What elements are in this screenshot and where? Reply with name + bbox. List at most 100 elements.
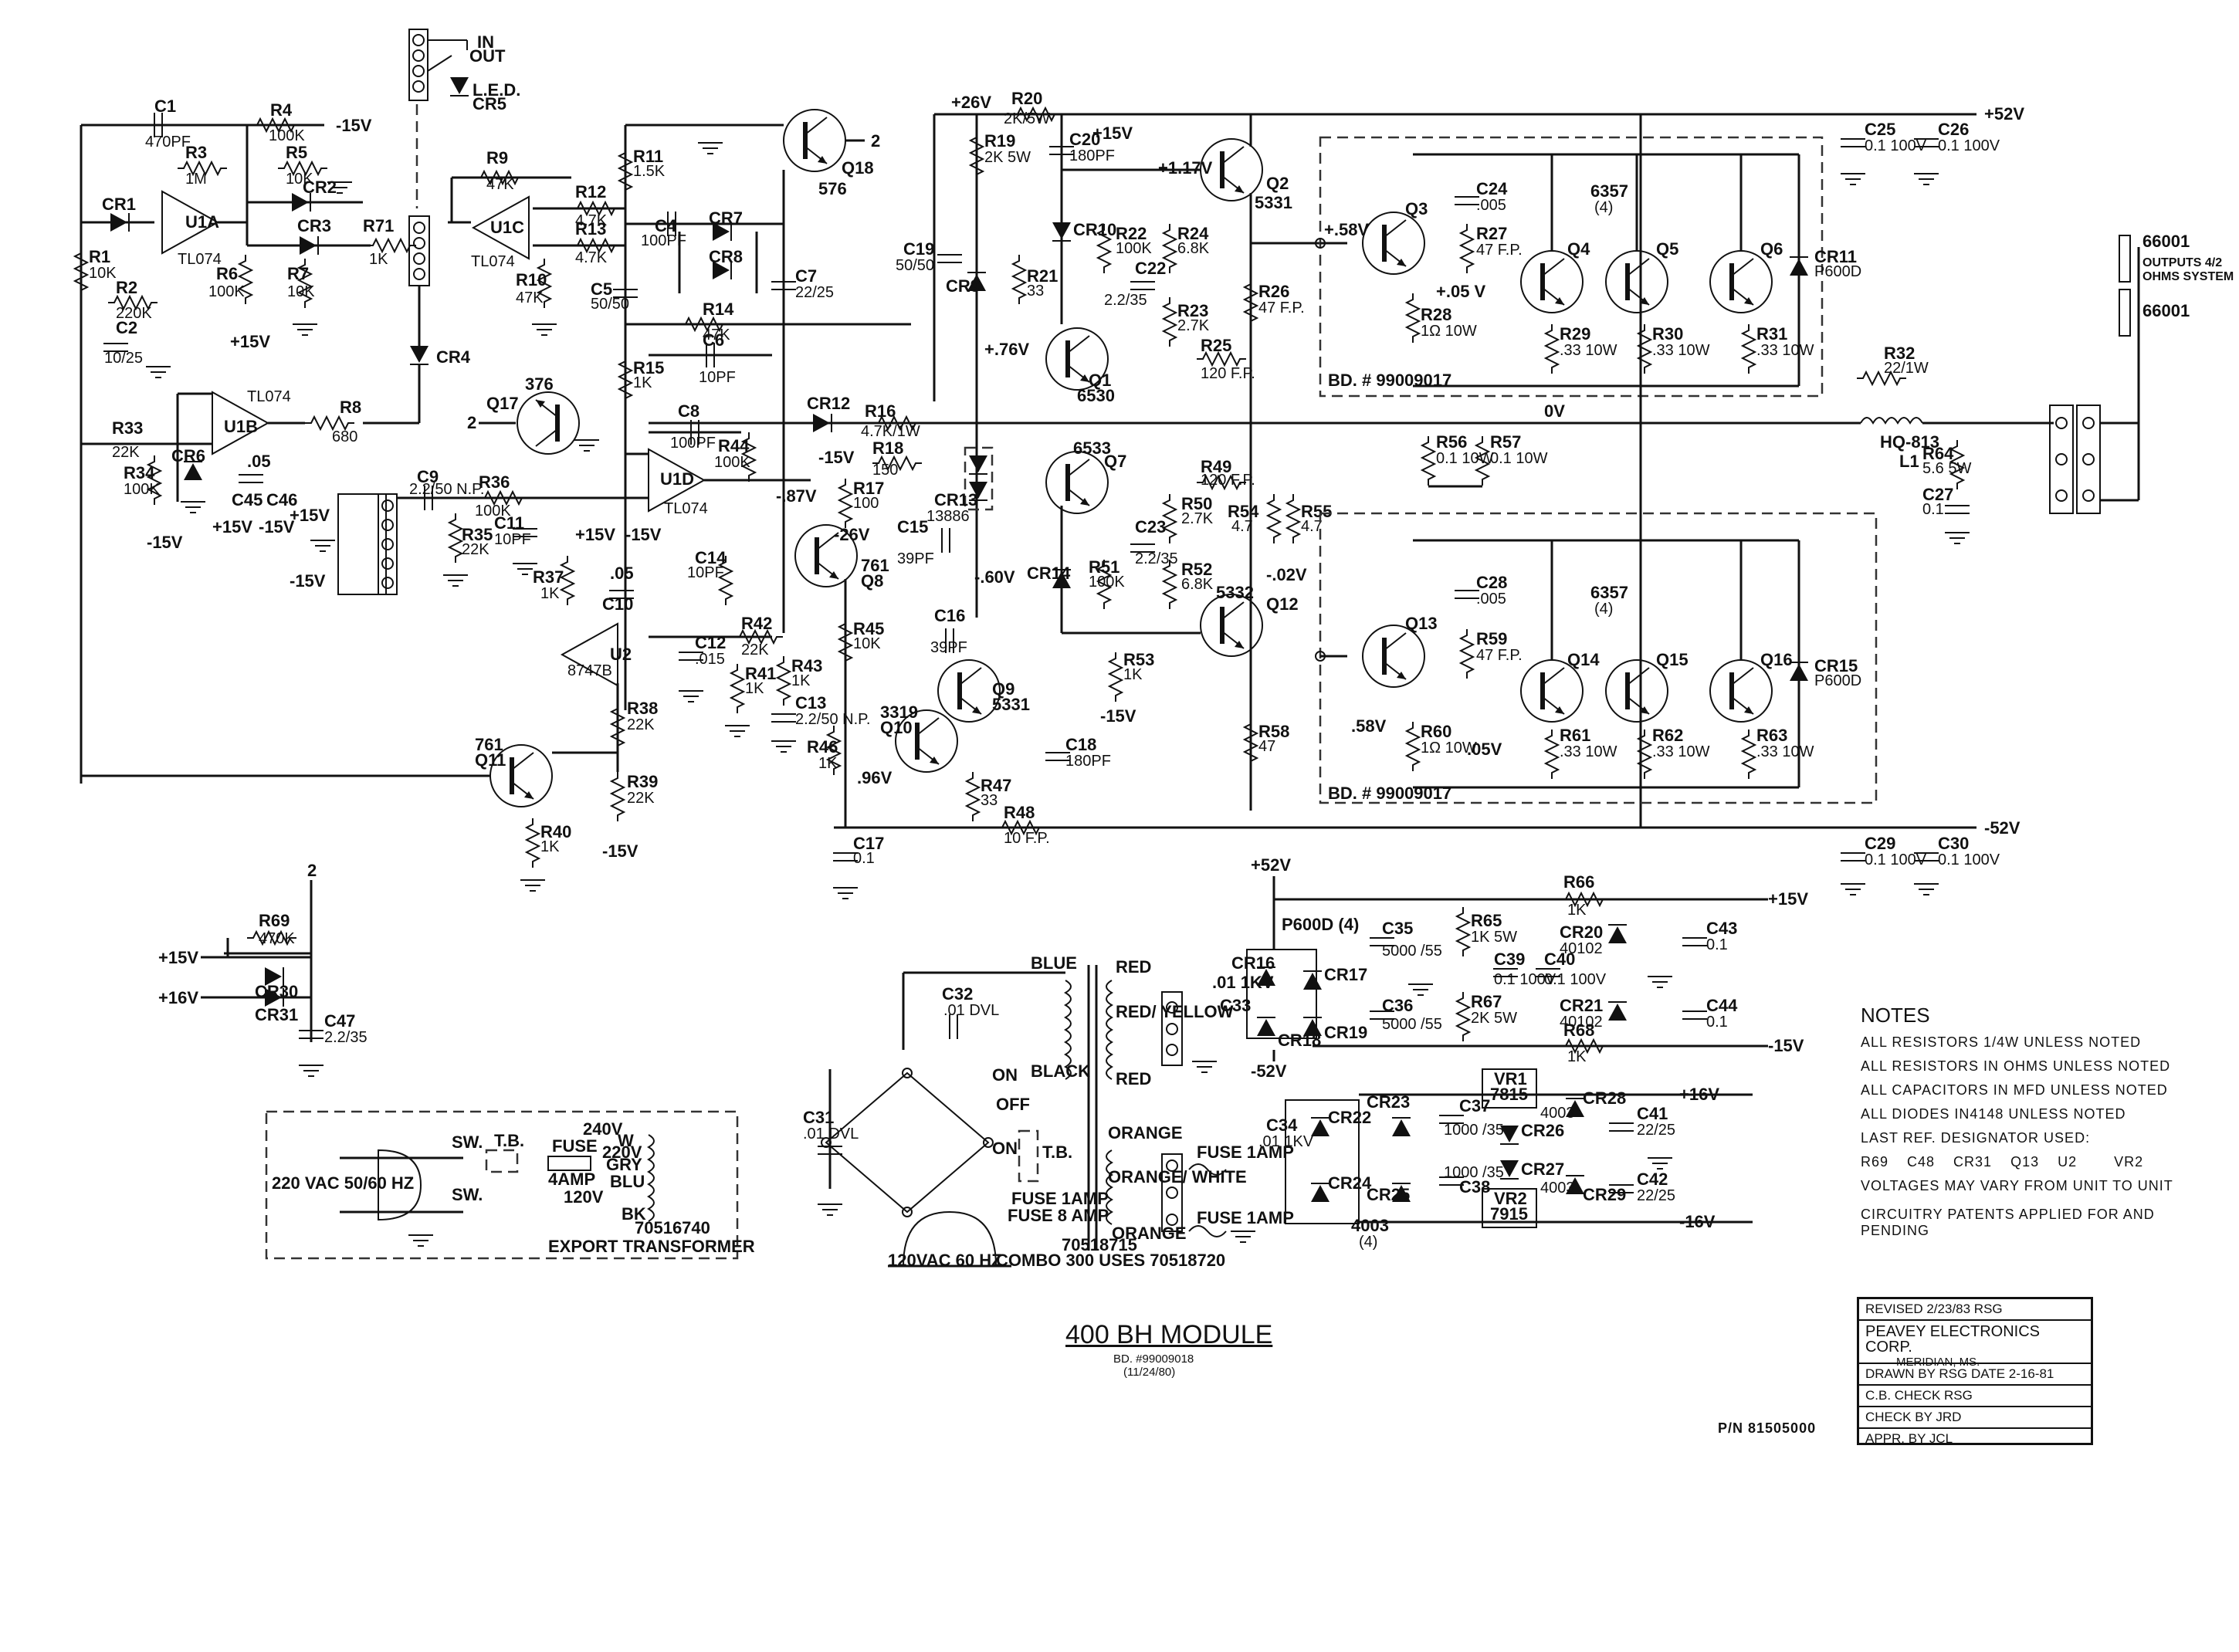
outputs-label: OUTPUTS 4/2 OHMS SYSTEM — [2142, 256, 2234, 283]
svg-text:220 VAC 50/60 HZ: 220 VAC 50/60 HZ — [272, 1173, 414, 1193]
cb-check-row: C.B. CHECK RSG — [1859, 1386, 2091, 1407]
svg-text:R14: R14 — [703, 300, 734, 319]
export-transformer: 220 VAC 50/60 HZ SW. SW. T.B. FUSE 4AMP … — [265, 1110, 755, 1260]
svg-text:40102: 40102 — [1560, 940, 1603, 957]
svg-text:22K: 22K — [627, 790, 655, 807]
svg-text:C36: C36 — [1382, 996, 1413, 1015]
svg-text:CR11: CR11 — [1814, 247, 1857, 266]
svg-text:+15V: +15V — [290, 506, 330, 525]
svg-text:1Ω 10W: 1Ω 10W — [1421, 323, 1477, 340]
svg-text:R34: R34 — [124, 463, 155, 482]
input-connector: +15V -15V C9 2.2/50 N.P. R36 100K R35 22… — [290, 467, 649, 595]
svg-text:Q13: Q13 — [1405, 614, 1438, 633]
svg-text:R13: R13 — [575, 219, 606, 239]
svg-text:Q12: Q12 — [1266, 594, 1299, 614]
svg-text:ORANGE: ORANGE — [1108, 1123, 1183, 1143]
svg-text:2.2/35: 2.2/35 — [1104, 292, 1147, 309]
svg-text:R3: R3 — [185, 143, 207, 162]
output-board-upper: +.58V Q3 C24 .005 R27 47 F.P. +.05 V R28… — [1315, 114, 1861, 828]
svg-text:C41: C41 — [1637, 1104, 1668, 1123]
svg-text:Q11: Q11 — [475, 750, 506, 770]
svg-text:U1C: U1C — [490, 218, 524, 237]
svg-text:0.1: 0.1 — [1922, 501, 1944, 518]
svg-text:10K: 10K — [286, 171, 313, 188]
svg-text:BK: BK — [622, 1204, 646, 1224]
svg-text:-15V: -15V — [625, 525, 662, 544]
svg-text:CR31: CR31 — [255, 1005, 298, 1024]
svg-text:1K: 1K — [1567, 1048, 1587, 1065]
svg-text:R8: R8 — [340, 398, 361, 417]
svg-text:100K: 100K — [475, 503, 511, 520]
svg-text:R38: R38 — [627, 699, 658, 718]
svg-text:13886: 13886 — [926, 508, 970, 525]
module-title: 400 BH MODULE — [1065, 1320, 1273, 1349]
svg-text:C31: C31 — [803, 1108, 834, 1127]
svg-text:47 F.P.: 47 F.P. — [1258, 300, 1305, 317]
svg-text:C39: C39 — [1494, 950, 1525, 969]
svg-text:22/25: 22/25 — [1637, 1187, 1675, 1204]
svg-text:C43: C43 — [1706, 919, 1737, 938]
svg-text:C4: C4 — [655, 216, 677, 235]
svg-text:R25: R25 — [1201, 336, 1231, 355]
svg-text:2: 2 — [871, 131, 880, 151]
svg-text:TL074: TL074 — [471, 253, 515, 270]
svg-text:ORANGE/ WHITE: ORANGE/ WHITE — [1108, 1167, 1247, 1187]
svg-text:7815: 7815 — [1490, 1085, 1528, 1104]
svg-text:.05: .05 — [610, 564, 634, 583]
svg-text:+15V: +15V — [212, 517, 252, 537]
svg-text:.01 DVL: .01 DVL — [803, 1126, 859, 1143]
svg-text:.33 10W: .33 10W — [1652, 342, 1710, 359]
svg-text:CR4: CR4 — [436, 347, 471, 367]
svg-text:CR10: CR10 — [1073, 220, 1116, 239]
svg-text:.05V: .05V — [1467, 740, 1502, 759]
check-row: CHECK BY JRD — [1859, 1407, 2091, 1429]
svg-text:Q16: Q16 — [1760, 650, 1793, 669]
svg-text:C5: C5 — [591, 279, 612, 299]
revised-row: REVISED 2/23/83 RSG — [1859, 1299, 2091, 1321]
svg-text:376: 376 — [525, 374, 554, 394]
rail-pos26: +26V — [951, 93, 991, 112]
svg-text:R22: R22 — [1116, 224, 1147, 243]
svg-text:6357: 6357 — [1590, 583, 1628, 602]
svg-text:1K: 1K — [791, 672, 811, 689]
svg-text:6.8K: 6.8K — [1177, 240, 1210, 257]
svg-text:100K: 100K — [124, 481, 160, 498]
svg-text:10/25: 10/25 — [104, 350, 143, 367]
title-block: REVISED 2/23/83 RSG PEAVEY ELECTRONICS C… — [1857, 1297, 2093, 1446]
svg-text:BD. # 99009017: BD. # 99009017 — [1328, 371, 1451, 390]
svg-text:R54: R54 — [1228, 502, 1259, 521]
svg-text:CR14: CR14 — [1027, 564, 1071, 583]
svg-text:R37: R37 — [533, 567, 564, 587]
svg-text:CR15: CR15 — [1814, 656, 1858, 675]
svg-text:3319: 3319 — [880, 702, 918, 722]
note-line: LAST REF. DESIGNATOR USED: — [1861, 1130, 2091, 1146]
svg-text:C38: C38 — [1459, 1177, 1490, 1197]
svg-text:EXPORT TRANSFORMER: EXPORT TRANSFORMER — [548, 1237, 755, 1256]
svg-text:R48: R48 — [1004, 803, 1035, 822]
svg-text:P600D: P600D — [1814, 672, 1861, 689]
svg-text:(4): (4) — [1359, 1234, 1377, 1251]
svg-text:2.2/35: 2.2/35 — [1135, 550, 1178, 567]
svg-text:1K: 1K — [369, 251, 388, 268]
svg-text:.05: .05 — [247, 452, 271, 471]
svg-text:-.60V: -.60V — [974, 567, 1015, 587]
svg-text:120VAC 60 HZ: 120VAC 60 HZ — [888, 1251, 1002, 1270]
svg-text:.005: .005 — [1476, 197, 1506, 214]
svg-text:50/50: 50/50 — [591, 296, 629, 313]
svg-text:U1D: U1D — [660, 469, 694, 489]
svg-text:47K: 47K — [486, 176, 514, 193]
bias-network: 2 R69 470K +15V CR30 +16V CR31 C47 2.2/3… — [158, 861, 368, 1077]
svg-text:C13: C13 — [795, 693, 826, 713]
svg-text:-15V: -15V — [336, 116, 372, 135]
svg-text:180PF: 180PF — [1065, 753, 1111, 770]
svg-text:CR28: CR28 — [1583, 1088, 1626, 1108]
svg-text:CR17: CR17 — [1324, 965, 1367, 984]
svg-text:+15V: +15V — [1768, 889, 1808, 909]
svg-text:R28: R28 — [1421, 305, 1451, 324]
svg-text:R55: R55 — [1301, 502, 1332, 521]
svg-text:C18: C18 — [1065, 735, 1096, 754]
svg-text:1K: 1K — [1567, 902, 1587, 919]
svg-text:C25: C25 — [1865, 120, 1895, 139]
svg-text:100K: 100K — [1116, 240, 1152, 257]
svg-text:C14: C14 — [695, 548, 727, 567]
